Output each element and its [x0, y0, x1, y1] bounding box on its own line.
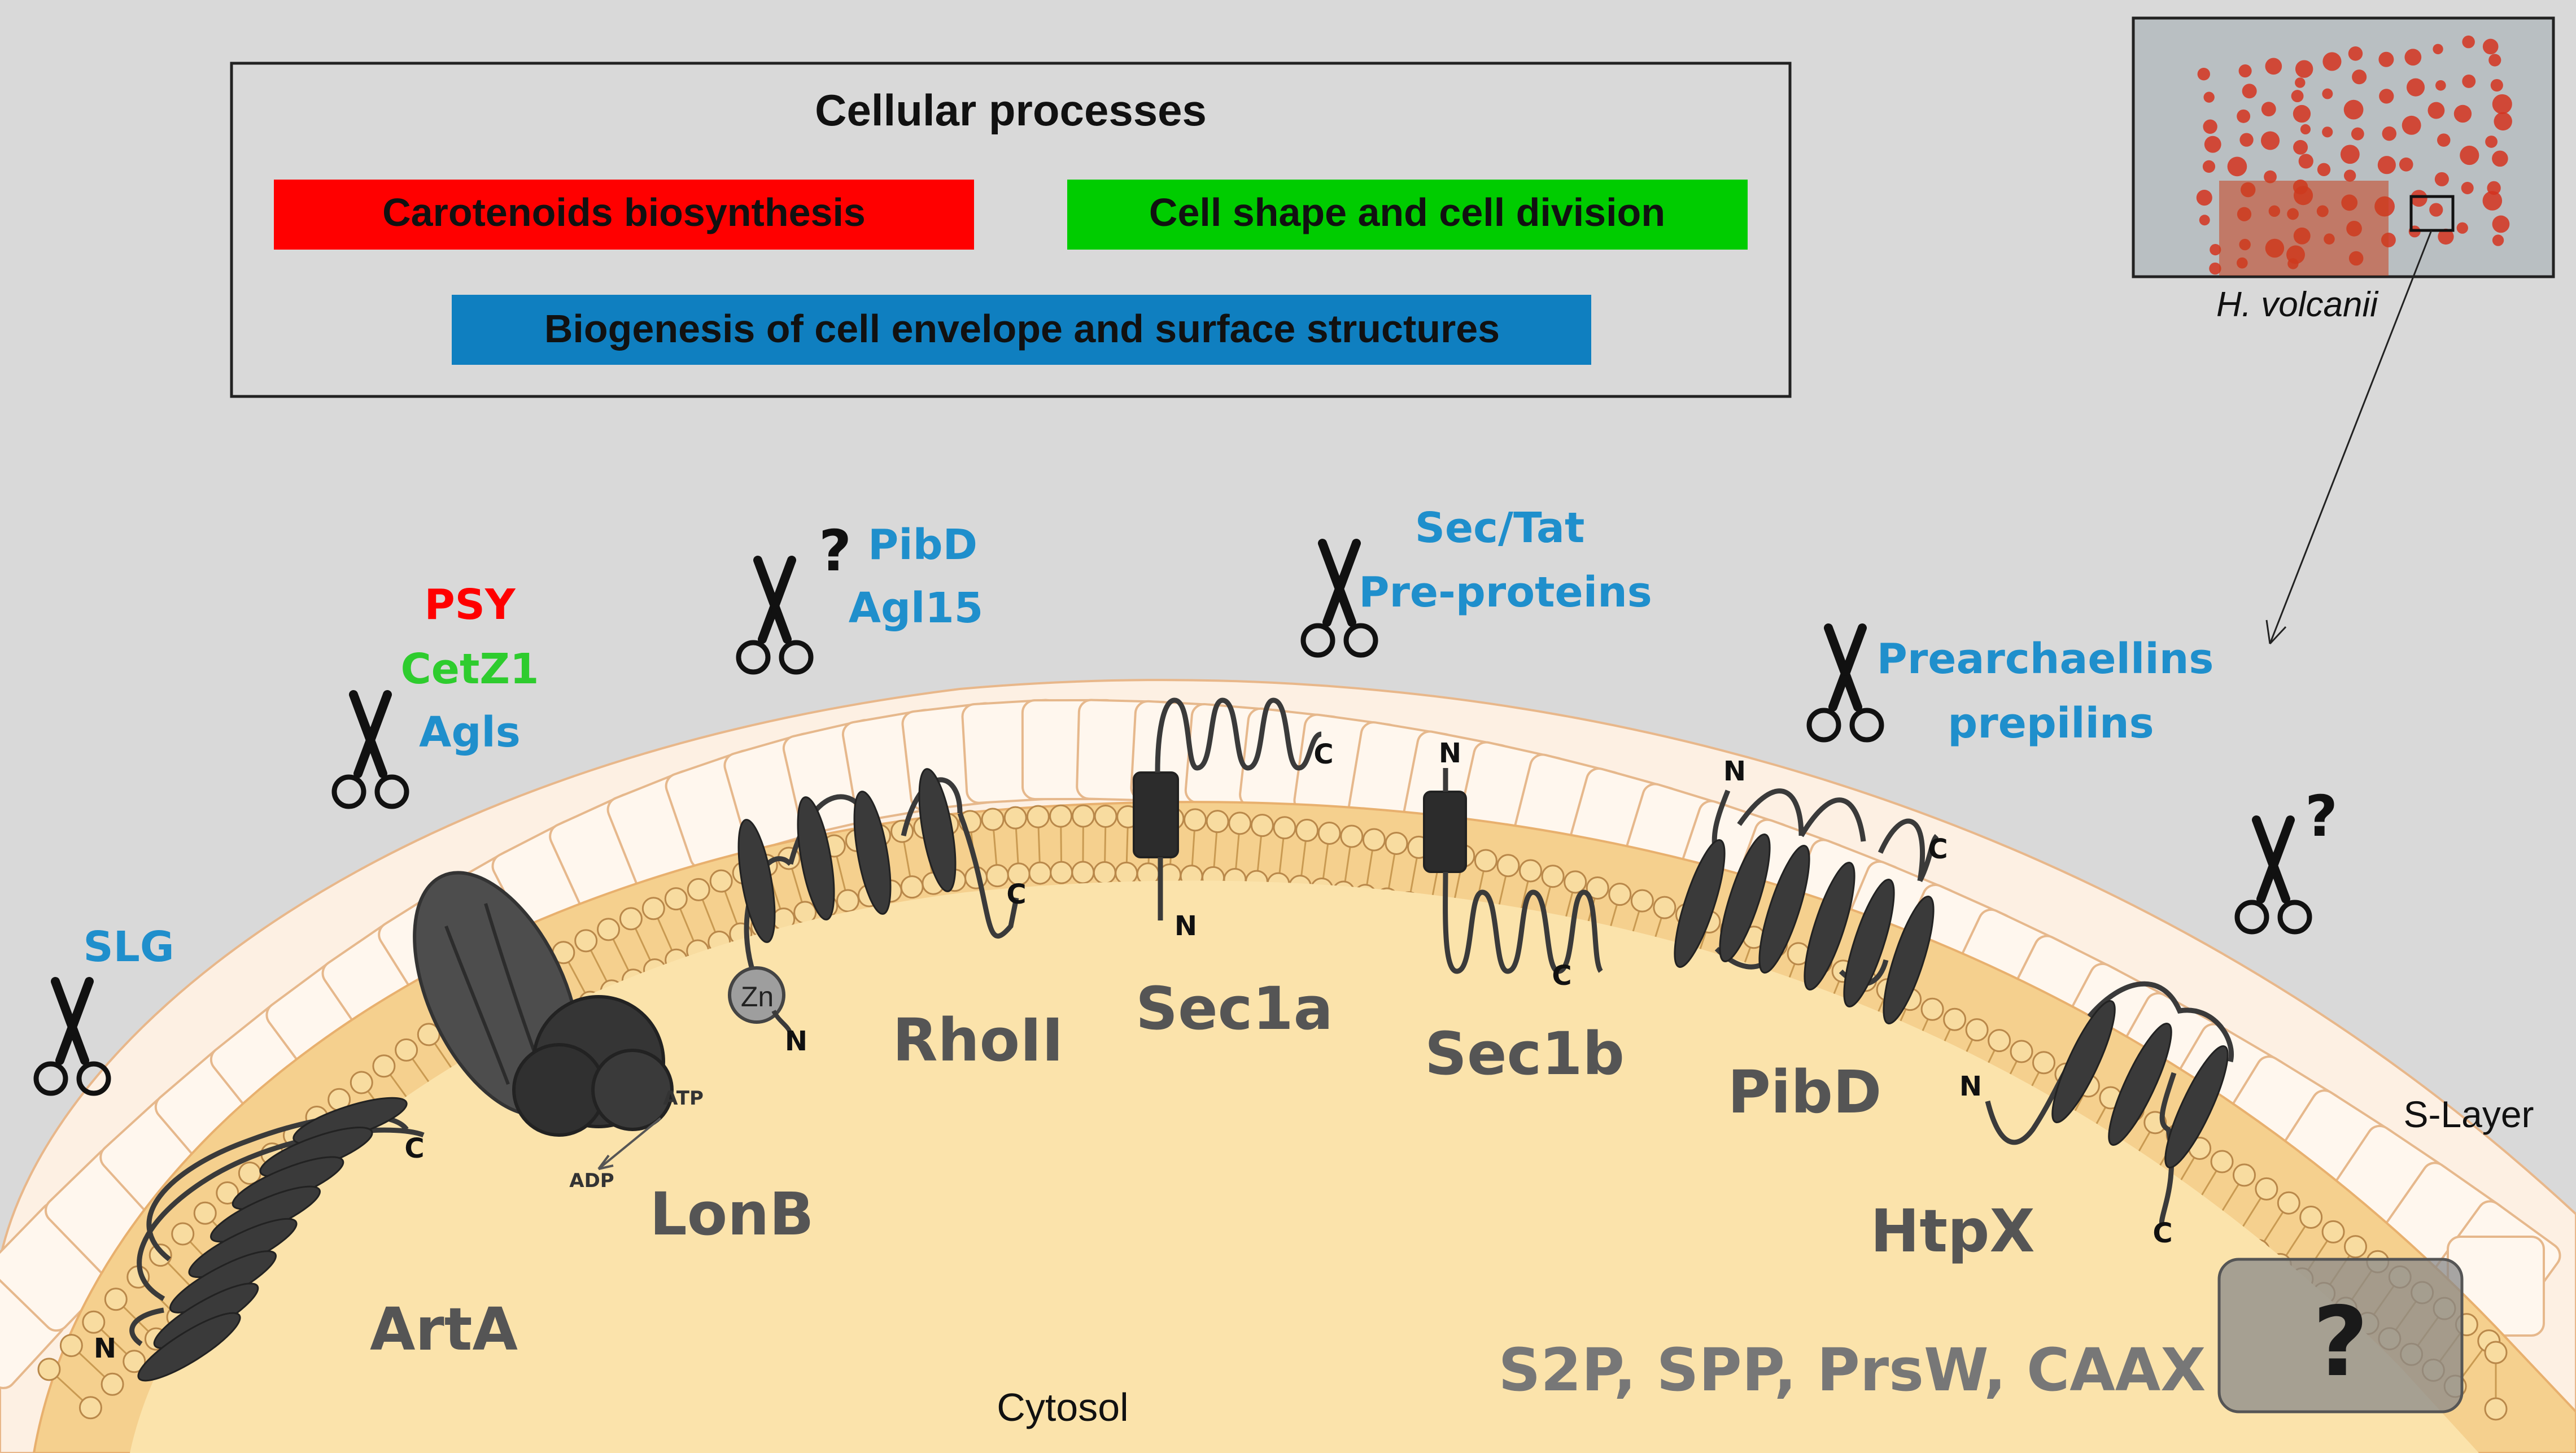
inset-caption: H. volcanii — [2216, 285, 2379, 324]
rhoii-protein — [728, 768, 1019, 1035]
htpx-n-terminus: N — [1959, 1071, 1982, 1102]
legend-frame — [230, 62, 1792, 398]
legend-title: Cellular processes — [815, 85, 1207, 135]
lonb-protein — [413, 871, 674, 1170]
sec1a-c-terminus: C — [1313, 739, 1333, 770]
termini-labels: N C N C C N N C N C N C — [94, 738, 2173, 1364]
sec1b-n-terminus: N — [1439, 738, 1461, 769]
inset-photo: H. volcanii — [2132, 16, 2555, 645]
scissors-icons — [33, 539, 2312, 1096]
sec1b-c-terminus: C — [1552, 960, 1571, 992]
scissors-icon — [1300, 539, 1378, 658]
scissors-icon — [33, 977, 111, 1096]
arta-protein — [129, 1097, 425, 1382]
membrane-proteins — [129, 697, 2234, 1382]
protease-arta: ArtA — [370, 1295, 518, 1364]
pibd-n-terminus: N — [1723, 756, 1746, 787]
sec1a-protein — [1133, 697, 1322, 920]
cytosol-label: Cytosol — [997, 1385, 1128, 1429]
arta-n-terminus: N — [94, 1333, 116, 1364]
protease-lonb: LonB — [649, 1180, 814, 1249]
inset-zoom-box — [2409, 195, 2455, 232]
substrate-pibd: PibD — [868, 521, 977, 569]
substrate-prepilins: prepilins — [1948, 699, 2154, 748]
adp-label: ADP — [569, 1170, 614, 1192]
substrate-sec-tat: Sec/Tat — [1415, 504, 1585, 552]
protease-sec1b: Sec1b — [1425, 1019, 1625, 1088]
unknown-protease: ? — [2217, 1258, 2464, 1413]
rhoii-n-terminus: N — [785, 1026, 807, 1057]
legend: Cellular processes Carotenoids biosynthe… — [230, 62, 1792, 398]
arta-c-terminus: C — [404, 1133, 424, 1164]
substrate-pre-proteins: Pre-proteins — [1359, 568, 1652, 617]
substrate-prearchaellins: Prearchaellins — [1877, 635, 2214, 683]
protease-rhoii: RhoII — [893, 1006, 1064, 1075]
s-layer-label: S-Layer — [2403, 1093, 2534, 1135]
inset-colonies — [2196, 35, 2512, 276]
substrate-slg: SLG — [83, 923, 174, 971]
pibd-c-terminus: C — [1928, 834, 1948, 865]
unknown-protease-mark: ? — [2313, 1286, 2369, 1398]
substrate-cetz1: CetZ1 — [400, 645, 539, 693]
htpx-protein — [1985, 981, 2234, 1228]
protease-sec1a: Sec1a — [1136, 974, 1333, 1043]
substrate-agl15: Agl15 — [849, 584, 984, 632]
zn-label: Zn — [741, 981, 774, 1013]
pibd-protein — [1674, 788, 1939, 1025]
question-mark-right: ? — [2305, 783, 2338, 849]
zoom-arrow-head — [2265, 619, 2287, 645]
substrate-agls: Agls — [419, 708, 521, 757]
legend-item-cell-shape: Cell shape and cell division — [1149, 190, 1665, 234]
question-mark-pibd: ? — [819, 518, 852, 584]
legend-swatch-envelope — [452, 295, 1591, 365]
legend-item-carotenoids: Carotenoids biosynthesis — [382, 190, 866, 234]
scissors-icon — [1806, 623, 1884, 743]
rhoii-c-terminus: C — [1006, 879, 1026, 910]
atp-label: ATP — [663, 1087, 704, 1110]
sec1b-protein — [1423, 768, 1603, 974]
protease-pibd: PibD — [1728, 1058, 1882, 1127]
zoom-arrow-line — [2269, 230, 2433, 644]
scissors-icon — [736, 556, 814, 675]
legend-item-envelope: Biogenesis of cell envelope and surface … — [544, 307, 1500, 351]
protease-others: S2P, SPP, PrsW, CAAX — [1499, 1336, 2206, 1404]
protease-htpx: HtpX — [1870, 1197, 2034, 1266]
legend-swatch-carotenoids — [274, 180, 974, 250]
sec1a-n-terminus: N — [1175, 910, 1197, 942]
scissors-icon — [331, 690, 409, 809]
substrate-psy: PSY — [424, 581, 516, 629]
scissors-icon — [2234, 815, 2312, 935]
legend-swatch-cell-shape — [1067, 180, 1748, 250]
htpx-c-terminus: C — [2153, 1218, 2172, 1249]
